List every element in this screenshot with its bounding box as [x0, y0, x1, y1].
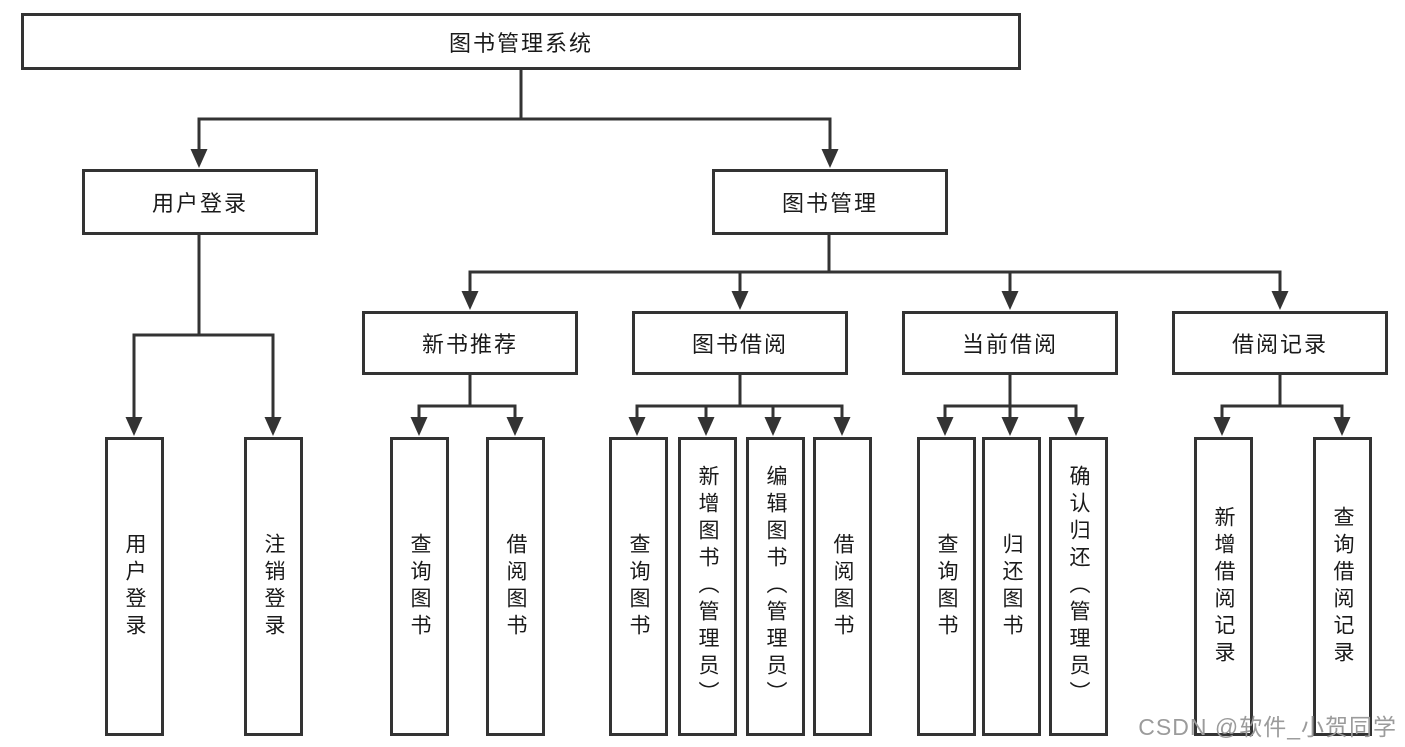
node-root-label: 图书管理系统 — [448, 30, 593, 56]
node-leaf-borrow-books-label: 借阅图书 — [831, 532, 854, 641]
node-leaf-return-book: 归还图书 — [982, 437, 1041, 736]
node-leaf-confirm-return-admin: 确认归还（管理员） — [1049, 437, 1108, 736]
node-new-book-recommend: 新书推荐 — [362, 311, 578, 375]
node-book-borrowing-label: 图书借阅 — [691, 332, 788, 357]
node-leaf-add-book-admin: 新增图书（管理员） — [678, 437, 737, 736]
node-leaf-confirm-return-admin-label: 确认归还（管理员） — [1067, 465, 1090, 708]
node-leaf-logout-label: 注销登录 — [262, 532, 285, 641]
node-leaf-user-login-label: 用户登录 — [123, 532, 146, 641]
node-leaf-query-books-recommend-label: 查询图书 — [408, 532, 431, 641]
node-user-login-label: 用户登录 — [151, 191, 248, 216]
node-borrowing-records-label: 借阅记录 — [1231, 332, 1328, 357]
node-leaf-query-borrow-record-label: 查询借阅记录 — [1331, 505, 1354, 668]
node-leaf-edit-book-admin-label: 编辑图书（管理员） — [764, 465, 787, 708]
node-new-book-recommend-label: 新书推荐 — [421, 332, 518, 357]
node-leaf-query-books-current-label: 查询图书 — [935, 532, 958, 641]
node-leaf-borrow-books-recommend: 借阅图书 — [486, 437, 545, 736]
node-leaf-borrow-books: 借阅图书 — [813, 437, 872, 736]
node-book-borrowing: 图书借阅 — [632, 311, 848, 375]
node-leaf-add-borrow-record: 新增借阅记录 — [1194, 437, 1253, 736]
node-leaf-logout: 注销登录 — [244, 437, 303, 736]
node-leaf-borrow-books-recommend-label: 借阅图书 — [504, 532, 527, 641]
node-leaf-query-borrow-record: 查询借阅记录 — [1313, 437, 1372, 736]
node-borrowing-records: 借阅记录 — [1172, 311, 1388, 375]
node-leaf-user-login: 用户登录 — [105, 437, 164, 736]
node-book-management: 图书管理 — [712, 169, 948, 235]
node-leaf-query-books-current: 查询图书 — [917, 437, 976, 736]
node-leaf-query-books-borrowing: 查询图书 — [609, 437, 668, 736]
node-leaf-query-books-recommend: 查询图书 — [390, 437, 449, 736]
node-user-login: 用户登录 — [82, 169, 318, 235]
node-leaf-query-books-borrowing-label: 查询图书 — [627, 532, 650, 641]
node-current-borrowing-label: 当前借阅 — [961, 332, 1058, 357]
node-book-management-label: 图书管理 — [781, 191, 878, 216]
node-leaf-return-book-label: 归还图书 — [1000, 532, 1023, 641]
node-root-library-management-system: 图书管理系统 — [21, 13, 1021, 70]
node-leaf-add-borrow-record-label: 新增借阅记录 — [1212, 505, 1235, 668]
node-leaf-edit-book-admin: 编辑图书（管理员） — [746, 437, 805, 736]
csdn-watermark: CSDN @软件_小贺同学 — [1138, 714, 1397, 740]
node-leaf-add-book-admin-label: 新增图书（管理员） — [696, 465, 719, 708]
node-current-borrowing: 当前借阅 — [902, 311, 1118, 375]
